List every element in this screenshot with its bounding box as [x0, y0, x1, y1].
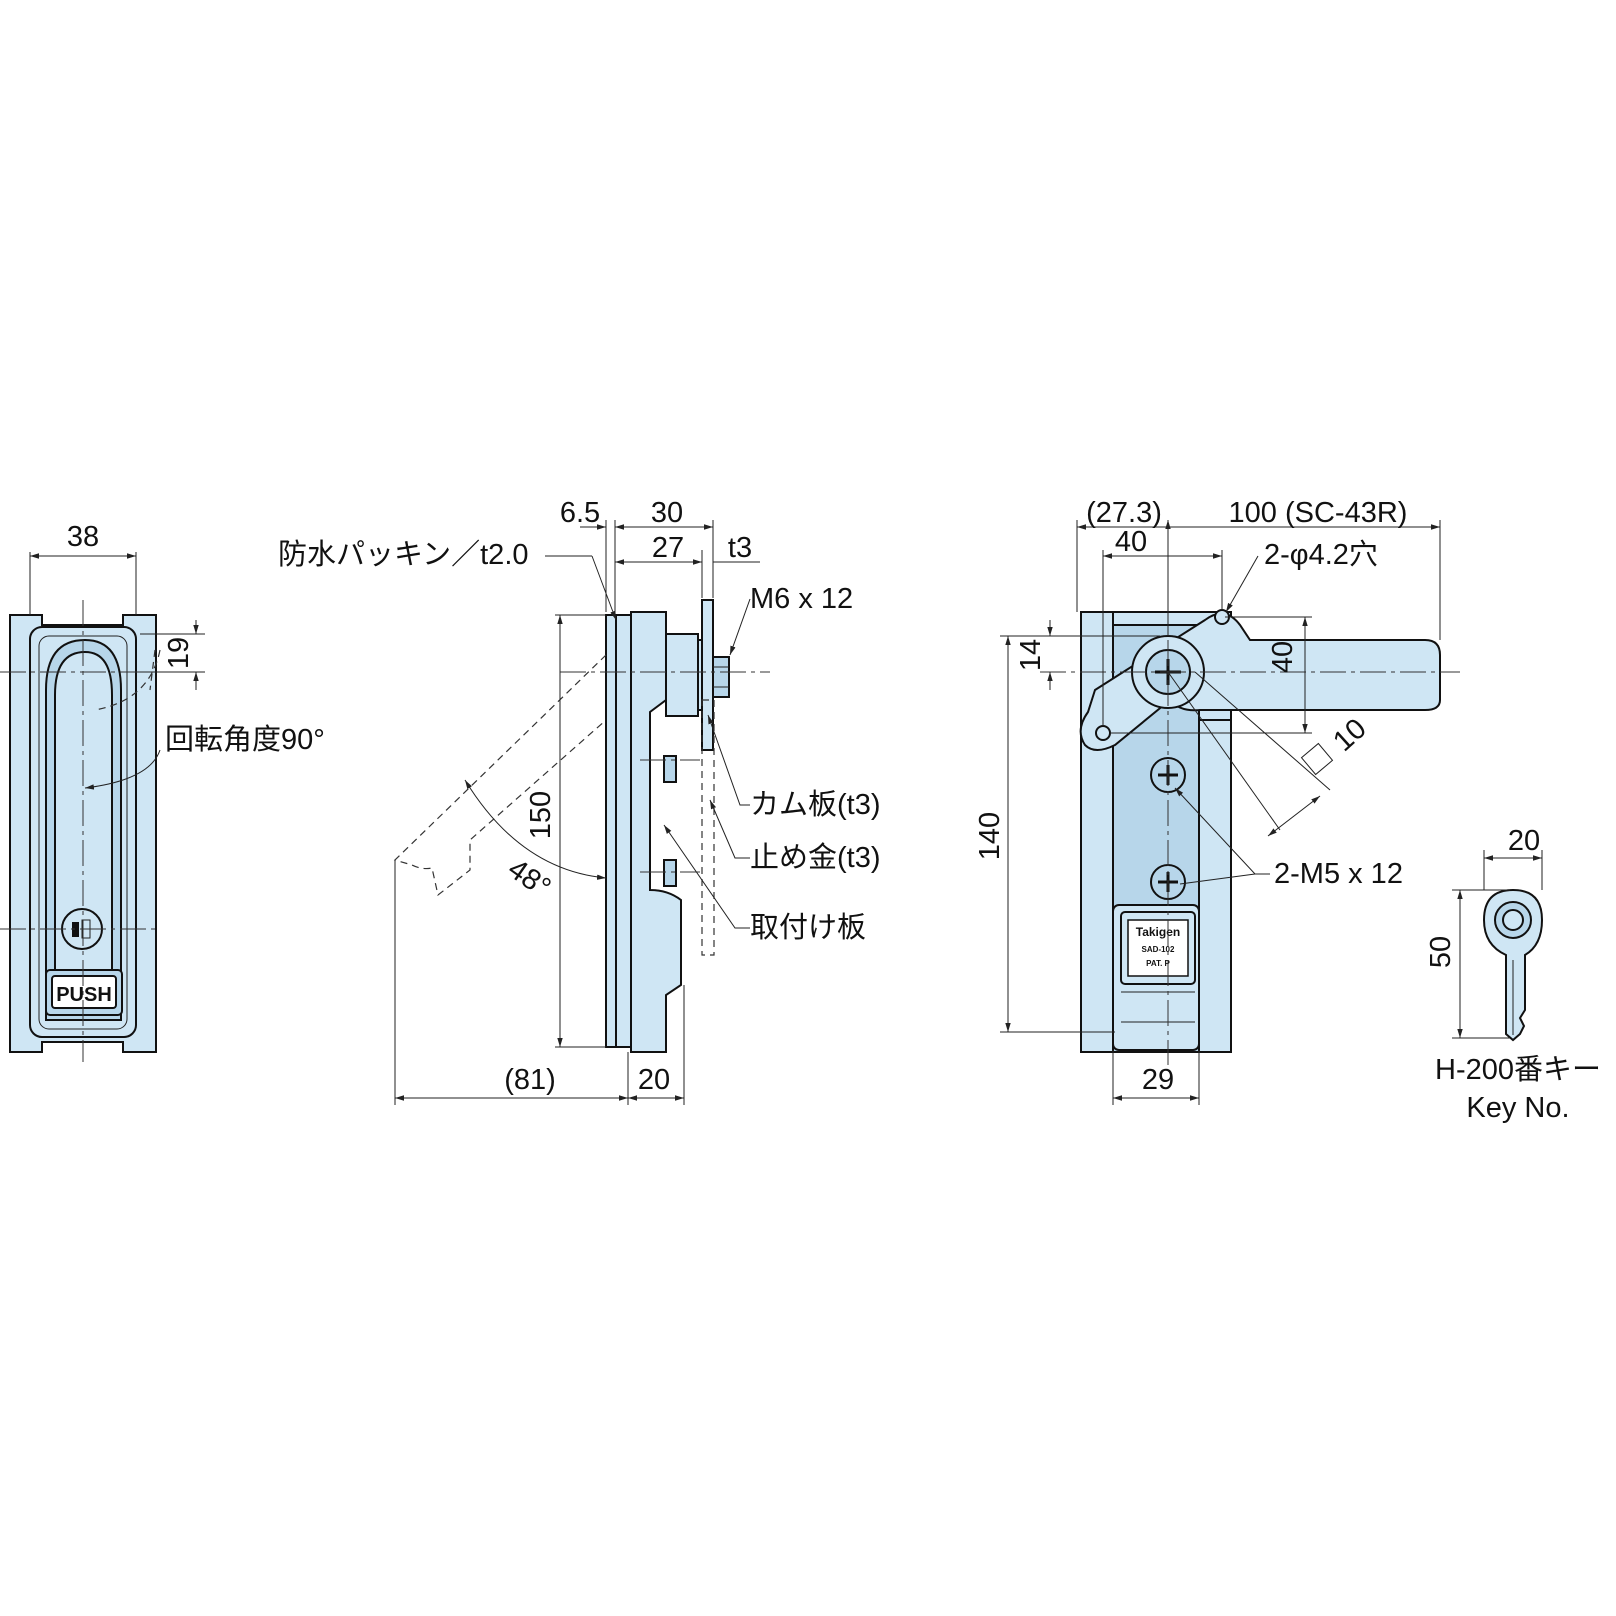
model-label: SAD-102 — [1142, 945, 1175, 954]
dim-hole: 2-φ4.2穴 — [1264, 538, 1378, 571]
brand-label: Takigen — [1136, 925, 1180, 939]
key-caption-jp: H-200番キー — [1435, 1054, 1601, 1086]
label-cam-plate: カム板(t3) — [750, 788, 881, 821]
front-view: PUSH 38 19 回転角度90° — [0, 521, 325, 1062]
dim-27: 27 — [652, 532, 684, 564]
dim-14: 14 — [1015, 639, 1047, 671]
key-view: 20 50 H-200番キー Key No. — [1425, 825, 1601, 1124]
dim-30: 30 — [651, 497, 683, 529]
key-caption-en: Key No. — [1466, 1092, 1569, 1124]
dim-20-side: 20 — [638, 1064, 670, 1096]
label-stopper: 止め金(t3) — [750, 841, 881, 874]
dim-48-degrees: 48° — [502, 853, 556, 904]
pat-label: PAT. P — [1146, 959, 1170, 968]
dim-38: 38 — [67, 521, 99, 553]
dim-100: 100 (SC-43R) — [1229, 497, 1408, 529]
dim-square-10: 10 — [1327, 713, 1372, 758]
rotation-angle-note: 回転角度90° — [165, 723, 325, 756]
dim-19: 19 — [163, 637, 195, 669]
key-dim-50: 50 — [1425, 936, 1457, 968]
dim-29: 29 — [1142, 1064, 1174, 1096]
label-mounting-plate: 取付け板 — [750, 911, 866, 944]
label-bolt: M6 x 12 — [750, 583, 853, 615]
dim-t3: t3 — [728, 532, 752, 564]
label-packing: 防水パッキン／t2.0 — [278, 538, 529, 571]
push-label: PUSH — [56, 984, 112, 1006]
dim-screw: 2-M5 x 12 — [1274, 858, 1403, 890]
dim-6-5: 6.5 — [560, 497, 600, 529]
key-dim-20: 20 — [1508, 825, 1540, 857]
dim-40-horizontal: 40 — [1115, 526, 1147, 558]
dim-27-3: (27.3) — [1086, 497, 1162, 529]
dim-40-vertical: 40 — [1267, 641, 1299, 673]
dim-150: 150 — [525, 791, 557, 839]
back-view: Takigen SAD-102 PAT. P (27.3) 100 (SC-43… — [974, 497, 1460, 1105]
side-view: 6.5 30 27 t3 防水パッキン／t2.0 150 48° (81) 20… — [278, 497, 881, 1105]
dim-140: 140 — [974, 812, 1006, 860]
dim-81: (81) — [504, 1064, 556, 1096]
